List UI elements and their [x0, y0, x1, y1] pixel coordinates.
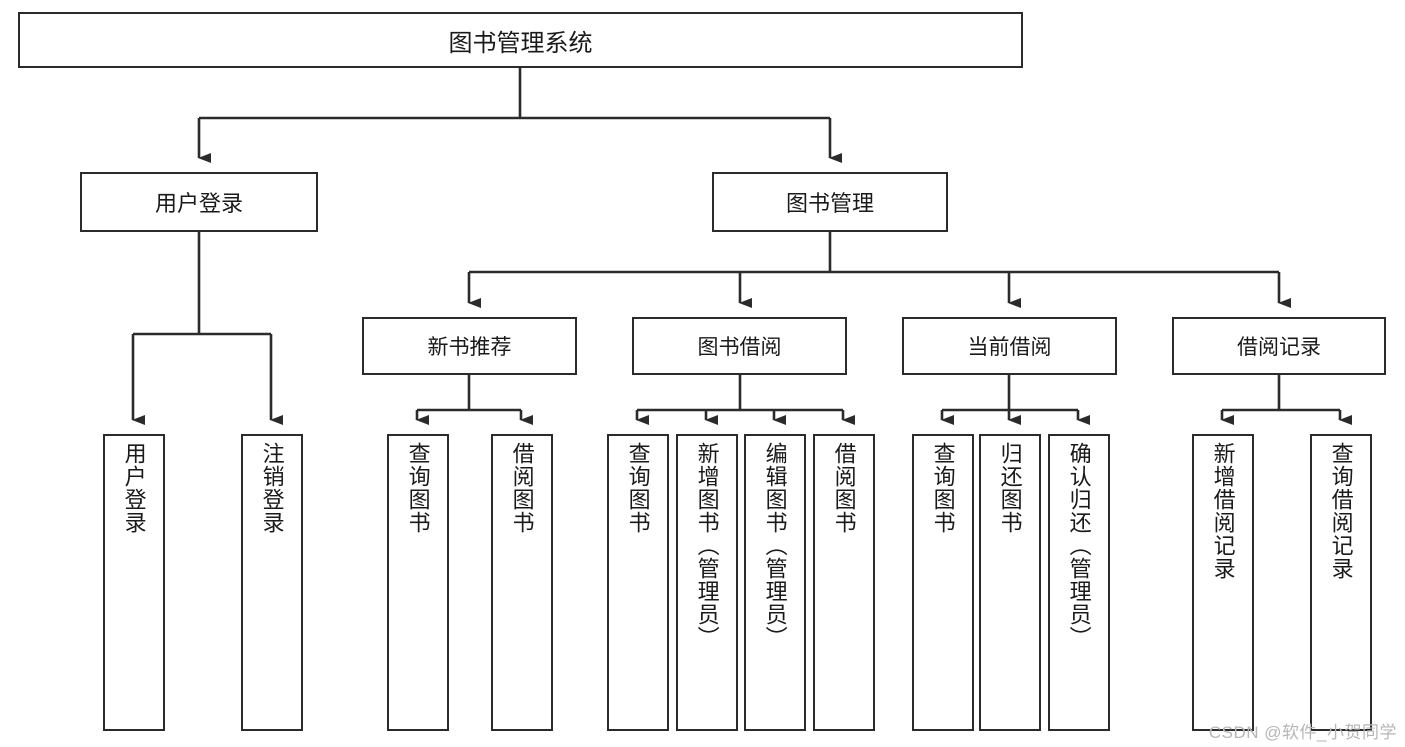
leaf-user-login-label: 用户登录 — [121, 442, 147, 534]
leaf-query-book-borrow-label: 查询图书 — [625, 442, 651, 534]
node-root[interactable]: 图书管理系统 — [18, 12, 1023, 68]
node-book-borrow-label: 图书借阅 — [697, 336, 782, 359]
node-borrow-record[interactable]: 借阅记录 — [1172, 317, 1386, 375]
leaf-add-borrow-record-label: 新增借阅记录 — [1210, 442, 1236, 580]
watermark: CSDN @软件_小贺同学 — [1208, 723, 1397, 742]
leaf-borrow-book-rec[interactable]: 借阅图书 — [491, 434, 553, 731]
leaf-query-book-rec[interactable]: 查询图书 — [387, 434, 449, 731]
leaf-edit-book-admin[interactable]: 编辑图书（管理员） — [744, 434, 806, 731]
node-book-management[interactable]: 图书管理 — [712, 172, 948, 232]
node-new-book-recommend-label: 新书推荐 — [427, 336, 512, 359]
leaf-add-borrow-record[interactable]: 新增借阅记录 — [1192, 434, 1254, 731]
leaf-query-book-current[interactable]: 查询图书 — [912, 434, 974, 731]
node-book-management-label: 图书管理 — [785, 191, 874, 216]
leaf-query-borrow-record-label: 查询借阅记录 — [1328, 442, 1354, 580]
leaf-return-book[interactable]: 归还图书 — [979, 434, 1041, 731]
leaf-query-book-rec-label: 查询图书 — [405, 442, 431, 534]
leaf-add-book-admin[interactable]: 新增图书（管理员） — [676, 434, 738, 731]
leaf-user-login[interactable]: 用户登录 — [103, 434, 165, 731]
leaf-borrow-book-rec-label: 借阅图书 — [509, 442, 535, 534]
node-current-borrow[interactable]: 当前借阅 — [902, 317, 1117, 375]
leaf-add-book-admin-label: 新增图书（管理员） — [694, 442, 720, 649]
leaf-logout[interactable]: 注销登录 — [241, 434, 303, 731]
node-new-book-recommend[interactable]: 新书推荐 — [362, 317, 577, 375]
leaf-confirm-return-admin-label: 确认归还（管理员） — [1066, 442, 1092, 649]
leaf-query-book-borrow[interactable]: 查询图书 — [607, 434, 669, 731]
leaf-query-borrow-record[interactable]: 查询借阅记录 — [1310, 434, 1372, 731]
node-root-label: 图书管理系统 — [448, 29, 593, 57]
leaf-logout-label: 注销登录 — [259, 442, 285, 534]
leaf-edit-book-admin-label: 编辑图书（管理员） — [762, 442, 788, 649]
leaf-borrow-book-label: 借阅图书 — [831, 442, 857, 534]
leaf-query-book-current-label: 查询图书 — [930, 442, 956, 534]
leaf-borrow-book[interactable]: 借阅图书 — [813, 434, 875, 731]
node-user-login[interactable]: 用户登录 — [80, 172, 318, 232]
node-borrow-record-label: 借阅记录 — [1237, 336, 1321, 359]
leaf-return-book-label: 归还图书 — [997, 442, 1023, 534]
node-current-borrow-label: 当前借阅 — [967, 336, 1052, 359]
leaf-confirm-return-admin[interactable]: 确认归还（管理员） — [1048, 434, 1110, 731]
node-user-login-label: 用户登录 — [154, 191, 243, 216]
node-book-borrow[interactable]: 图书借阅 — [632, 317, 847, 375]
